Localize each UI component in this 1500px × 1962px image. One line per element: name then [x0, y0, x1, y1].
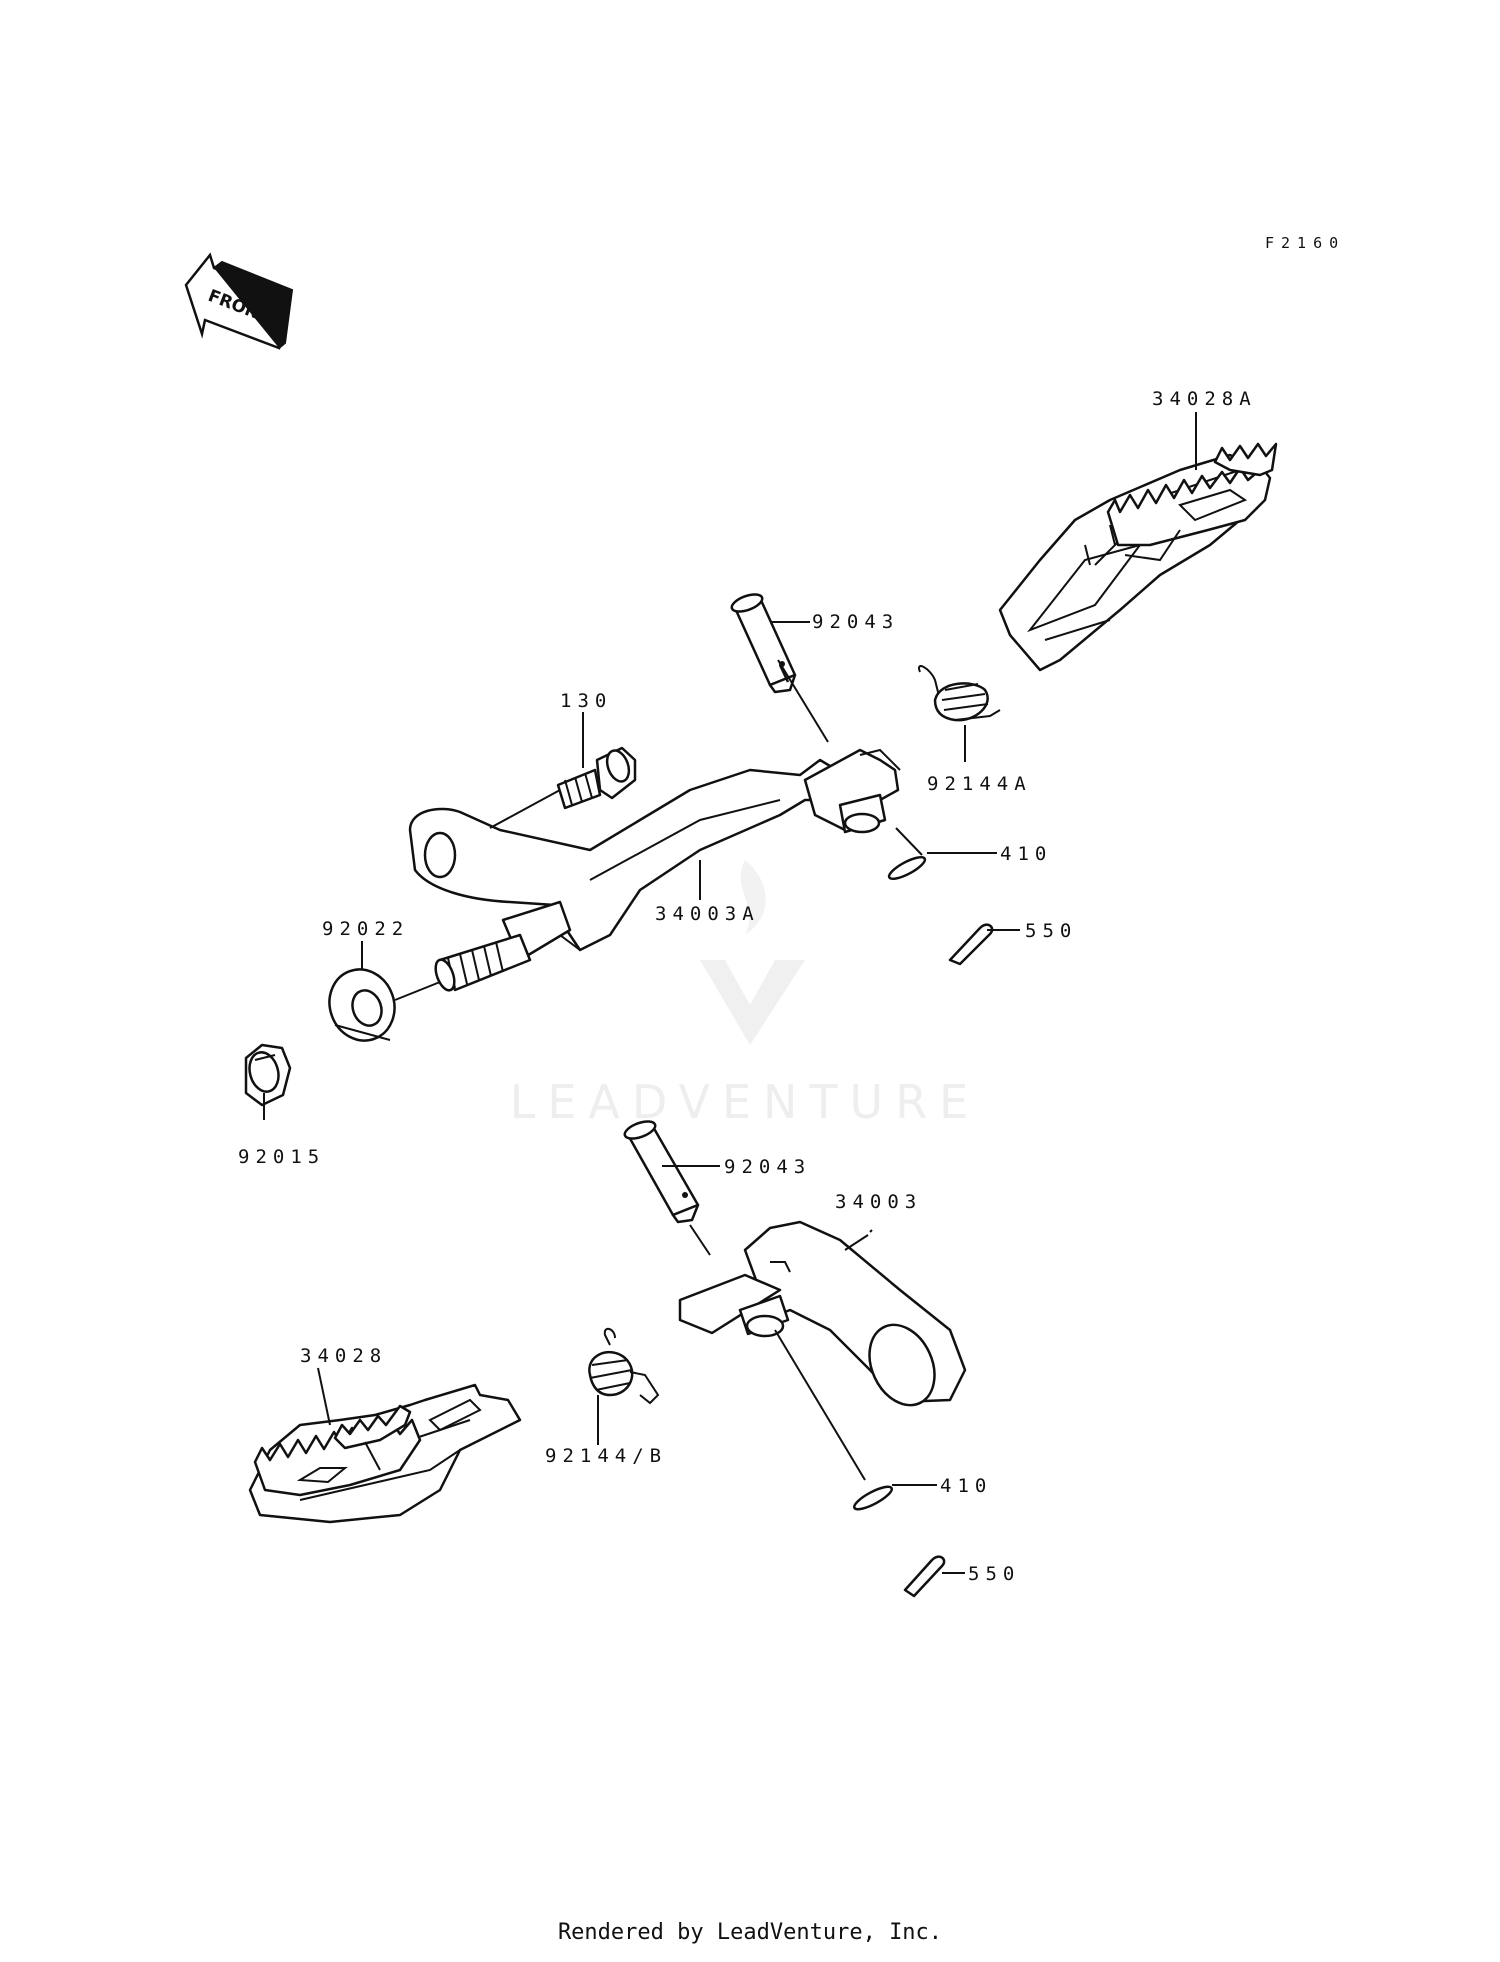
label-92043-top: 92043	[812, 611, 899, 633]
label-34003A: 34003A	[655, 903, 760, 925]
o-ring-top	[887, 855, 927, 881]
label-550-bottom: 550	[968, 1563, 1020, 1585]
pedal-shaft	[434, 900, 572, 992]
cotter-pin-bottom	[903, 1555, 946, 1598]
return-spring-top	[918, 665, 1001, 722]
brake-lever-34003	[678, 1220, 967, 1407]
label-550-top: 550	[1025, 920, 1077, 942]
return-spring-bottom	[588, 1327, 660, 1405]
watermark-text: LEADVENTURE	[510, 1075, 981, 1129]
shift-lever-34003A	[408, 748, 901, 952]
label-34028: 34028	[300, 1345, 387, 1367]
cotter-pin-top	[948, 923, 994, 966]
pivot-pin-top	[730, 593, 797, 694]
bolt-130	[556, 746, 637, 810]
watermark: LEADVENTURE	[510, 860, 981, 1129]
part-labels: 34028A 92043 130 92144A 410 34003A 550 9…	[238, 388, 1257, 1585]
footpeg-right	[998, 442, 1278, 672]
render-credit: Rendered by LeadVenture, Inc.	[557, 1920, 943, 1945]
pivot-pin-bottom	[623, 1120, 700, 1224]
label-130: 130	[560, 690, 612, 712]
figure-code: F2160	[1265, 234, 1345, 252]
leader-lines	[263, 412, 1197, 1574]
label-410-bottom: 410	[940, 1475, 992, 1497]
washer-92022	[328, 968, 396, 1042]
o-ring-bottom	[852, 1485, 894, 1511]
label-92015: 92015	[238, 1146, 325, 1168]
label-34028A: 34028A	[1152, 388, 1257, 410]
label-34003: 34003	[835, 1191, 922, 1213]
label-92144A: 92144A	[927, 773, 1032, 795]
label-92043-bottom: 92043	[724, 1156, 811, 1178]
label-92022: 92022	[322, 918, 409, 940]
nut-92015	[244, 1043, 292, 1107]
footpeg-left	[248, 1383, 522, 1524]
label-92144B: 92144/B	[545, 1445, 667, 1467]
front-arrow-icon: FRONT	[184, 252, 294, 350]
label-410-top: 410	[1000, 843, 1052, 865]
